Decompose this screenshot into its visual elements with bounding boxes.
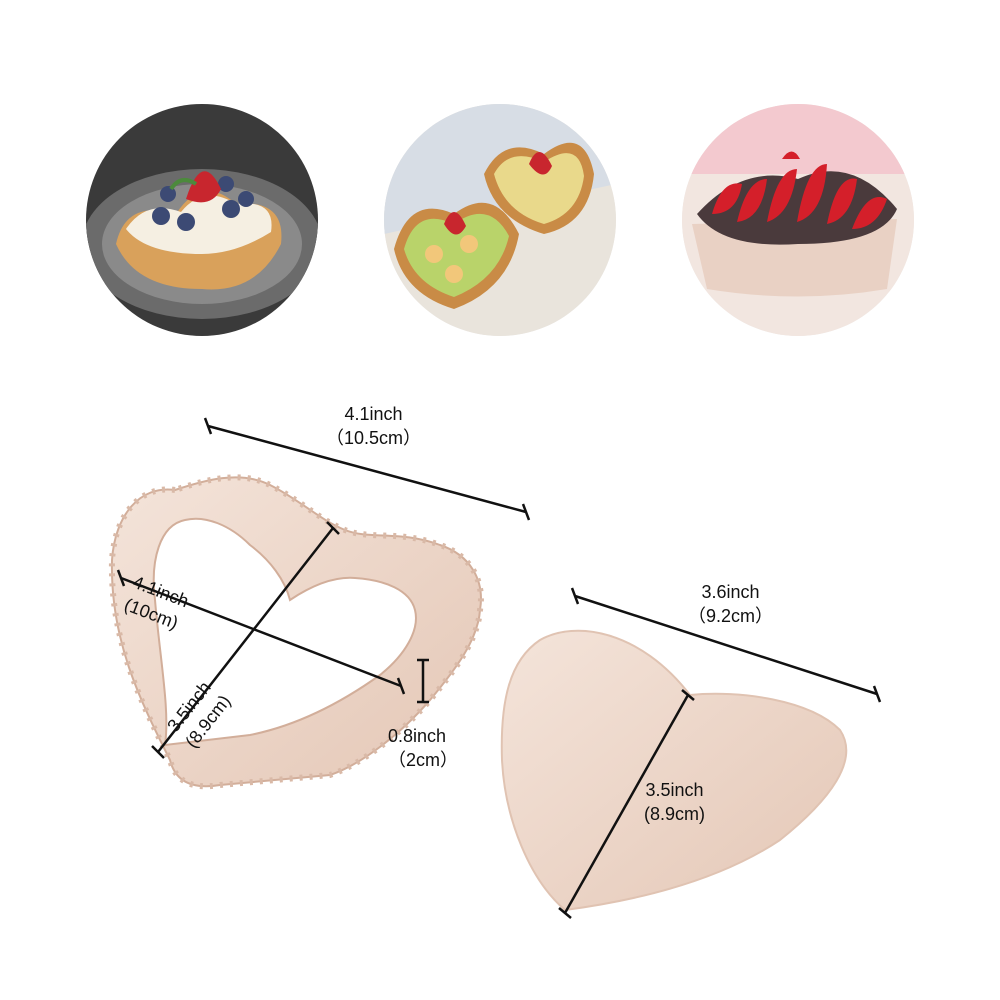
label-depth: 0.8inch （2cm） — [388, 726, 459, 770]
dim-line-base-height — [563, 694, 690, 914]
ring-pan-fluting — [108, 474, 484, 790]
dim-line-inner-height — [157, 527, 334, 753]
ring-pan-inner-opening — [152, 517, 417, 747]
heart-tart-pair-on-paper-photo — [384, 104, 616, 336]
photo-tart-blueberry — [86, 104, 318, 336]
dim-line-top-width — [207, 424, 527, 514]
dim-line-inner-width — [120, 576, 402, 688]
photo-tart-pair — [384, 104, 616, 336]
heart-tart-blueberry-strawberry-photo — [86, 104, 318, 336]
label-top-width: 4.1inch （10.5cm） — [326, 404, 422, 448]
dim-line-base-width — [574, 594, 878, 696]
fluted-ring-pan — [108, 474, 484, 790]
label-base-width: 3.6inch （9.2cm） — [688, 582, 774, 626]
label-base-height: 3.5inch (8.9cm) — [644, 780, 706, 824]
heart-base-plate — [500, 629, 848, 912]
